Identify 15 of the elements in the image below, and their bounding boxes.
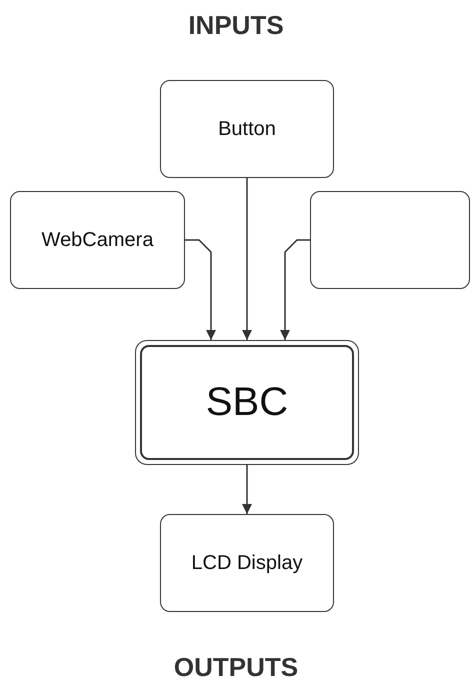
rounded-box	[160, 80, 334, 178]
arrow	[242, 178, 252, 340]
title: INPUTS	[187, 10, 285, 41]
rounded-box	[10, 191, 185, 289]
node-label: WebCamera	[42, 228, 154, 252]
caption: OUTPUTS	[172, 652, 300, 681]
node-label: LCD Display	[191, 552, 303, 574]
rounded-box	[160, 514, 334, 612]
double-bordered-box	[135, 340, 359, 465]
rounded-box	[310, 191, 470, 289]
arrow	[280, 239, 310, 340]
node-label: Button	[218, 118, 276, 140]
arrow	[185, 239, 216, 340]
node-label: SBC	[206, 380, 288, 425]
arrow	[242, 465, 252, 514]
